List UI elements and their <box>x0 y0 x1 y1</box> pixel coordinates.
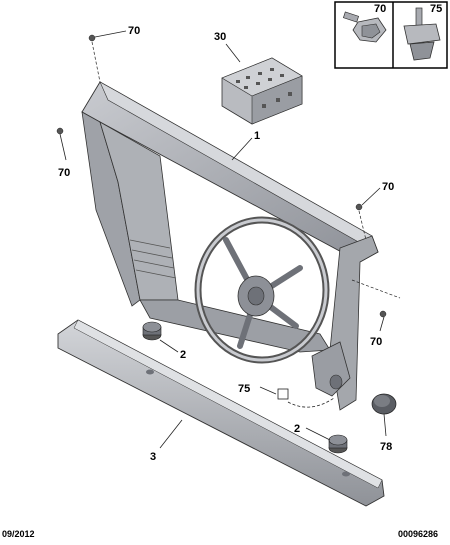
fastener-inset: 70 75 <box>334 1 448 69</box>
callout-3: 3 <box>150 451 156 463</box>
footer-date: 09/2012 <box>2 529 35 539</box>
inset-label-70: 70 <box>374 3 386 15</box>
screw-70-top <box>88 34 101 83</box>
callout-30: 30 <box>214 31 226 43</box>
callout-70-top: 70 <box>128 25 140 37</box>
clip-75-icon <box>403 7 441 61</box>
callout-75: 75 <box>238 383 250 395</box>
callout-1: 1 <box>254 130 260 142</box>
connector-block-30 <box>221 57 303 125</box>
callout-70-right-upper: 70 <box>382 181 394 193</box>
rubber-mount-2-bottom <box>328 434 348 454</box>
inset-label-75: 75 <box>430 3 442 15</box>
screw-70-right-upper <box>355 203 367 241</box>
rubber-mount-2-left <box>142 321 162 341</box>
callout-70-left: 70 <box>58 167 70 179</box>
callout-2-bottom: 2 <box>294 423 300 435</box>
callout-2-left: 2 <box>180 349 186 361</box>
bolt-70-icon <box>342 11 387 43</box>
screw-70-left <box>56 127 64 135</box>
fan-shroud-frame-1 <box>81 81 379 411</box>
leader-lines <box>59 30 387 449</box>
screw-70-right-lower <box>351 279 401 318</box>
footer-reference-number: 00096286 <box>397 529 438 539</box>
clip-75-marker <box>277 388 289 400</box>
plug-78 <box>371 393 397 415</box>
callout-78: 78 <box>380 441 392 453</box>
lower-rail-3 <box>57 319 385 507</box>
callout-70-right-lower: 70 <box>370 336 382 348</box>
